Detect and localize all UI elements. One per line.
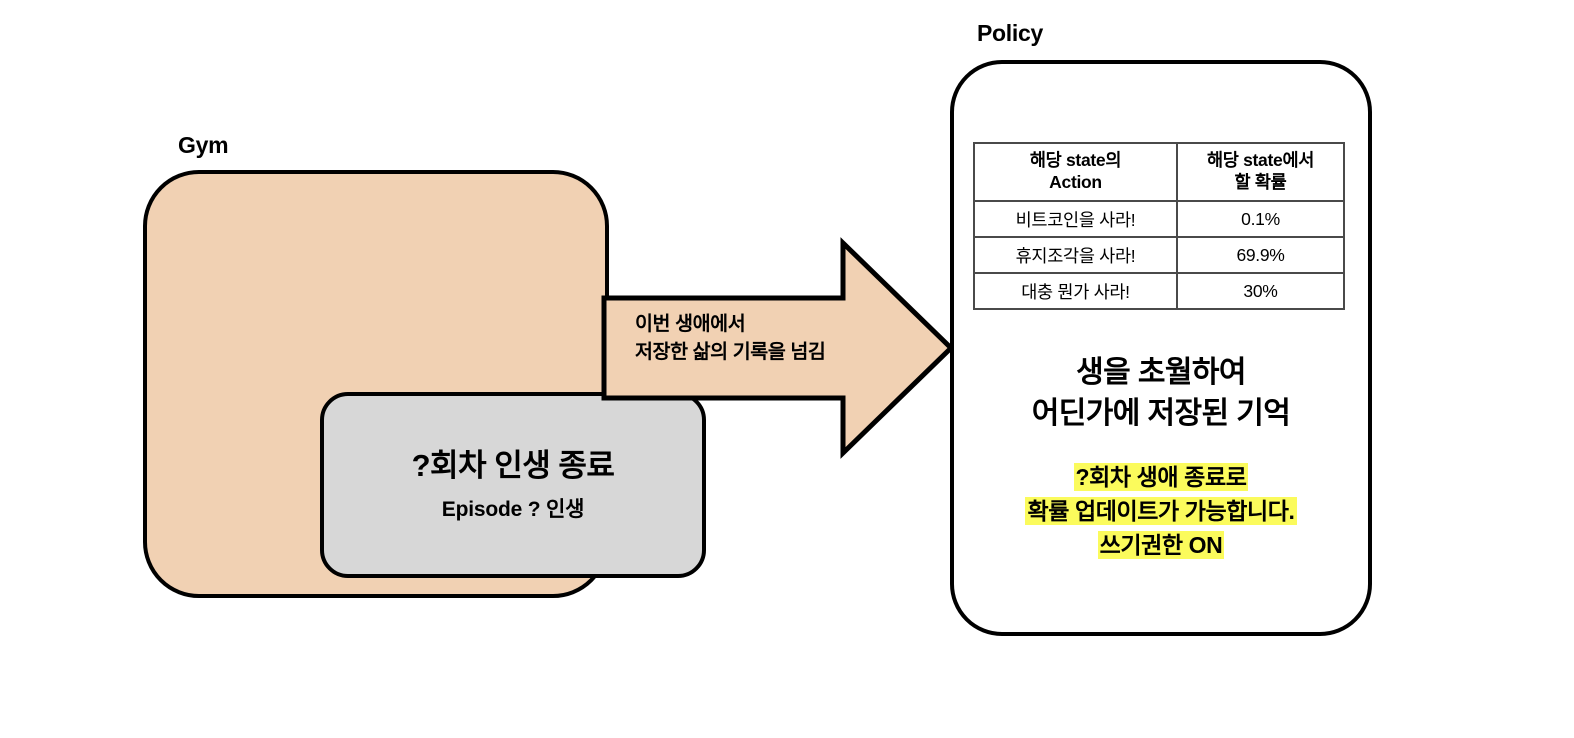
arrow-label: 이번 생애에서 저장한 삶의 기록을 넘김 [635,313,826,363]
cell-action: 비트코인을 사라! [973,200,1178,238]
cell-probability: 0.1% [1176,200,1345,238]
highlight-line: 쓰기권한 ON [1097,531,1225,560]
right-arrow-icon [601,237,955,459]
transition-arrow: 이번 생애에서 저장한 삶의 기록을 넘김 [600,235,960,461]
environment-box: ?회차 인생 종료 Episode ? 인생 [320,392,706,578]
table-header-row: 해당 state의 Action 해당 state에서 할 확률 [973,142,1345,202]
cell-action: 휴지조각을 사라! [973,236,1178,274]
cell-probability: 69.9% [1176,236,1345,274]
table-row: 대충 뭔가 사라! 30% [973,272,1345,310]
policy-table: 해당 state의 Action 해당 state에서 할 확률 비트코인을 사… [973,142,1345,310]
environment-subtitle: Episode ? 인생 [441,497,585,521]
policy-memory-text: 생을 초월하여 어딘가에 저장된 기억 [1031,356,1291,431]
table-row: 휴지조각을 사라! 69.9% [973,236,1345,274]
header-action: 해당 state의 Action [973,142,1178,202]
cell-action: 대충 뭔가 사라! [973,272,1178,310]
environment-title: ?회차 인생 종료 [411,448,615,484]
gym-label: Gym [178,132,229,158]
highlight-line: 확률 업데이트가 가능합니다. [1025,497,1297,526]
policy-highlight-note: ?회차 생애 종료로 확률 업데이트가 가능합니다. 쓰기권한 ON [950,460,1372,562]
header-probability: 해당 state에서 할 확률 [1176,142,1345,202]
cell-probability: 30% [1176,272,1345,310]
policy-label: Policy [977,20,1043,46]
highlight-line: ?회차 생애 종료로 [1073,463,1249,491]
gym-container: ?회차 인생 종료 Episode ? 인생 [143,170,706,598]
table-row: 비트코인을 사라! 0.1% [973,200,1345,238]
